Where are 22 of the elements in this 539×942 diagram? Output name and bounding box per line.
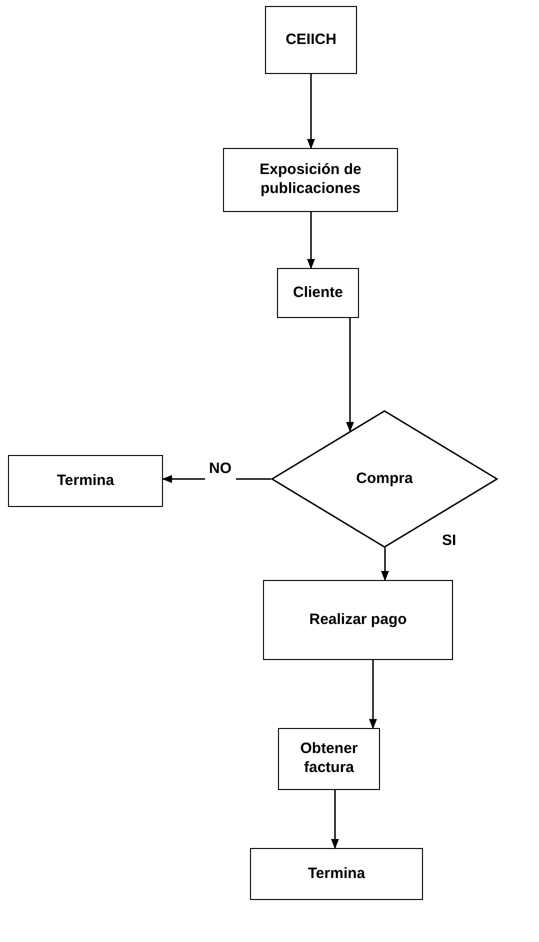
process-box bbox=[8, 455, 163, 507]
node-label: Termina bbox=[308, 864, 366, 884]
node-label: CEIICH bbox=[286, 30, 336, 50]
process-box bbox=[263, 580, 453, 660]
node-label: Exposición de publicaciones bbox=[258, 161, 362, 199]
node-label: Obtener factura bbox=[299, 740, 359, 778]
arrow bbox=[307, 212, 315, 269]
node-label: Termina bbox=[56, 472, 114, 490]
process-box bbox=[223, 148, 398, 212]
node-label: Cliente bbox=[292, 284, 343, 302]
arrow bbox=[307, 74, 315, 149]
node-label: Realizar pago bbox=[309, 610, 407, 630]
arrow bbox=[346, 318, 354, 432]
process-box bbox=[277, 268, 359, 318]
arrow bbox=[369, 660, 377, 729]
process-box bbox=[278, 728, 380, 790]
decision-diamond bbox=[271, 410, 498, 548]
arrow bbox=[381, 548, 389, 581]
node-label: Compra bbox=[356, 470, 413, 488]
process-box bbox=[250, 848, 423, 900]
arrow bbox=[331, 790, 339, 849]
process-box bbox=[265, 6, 357, 74]
